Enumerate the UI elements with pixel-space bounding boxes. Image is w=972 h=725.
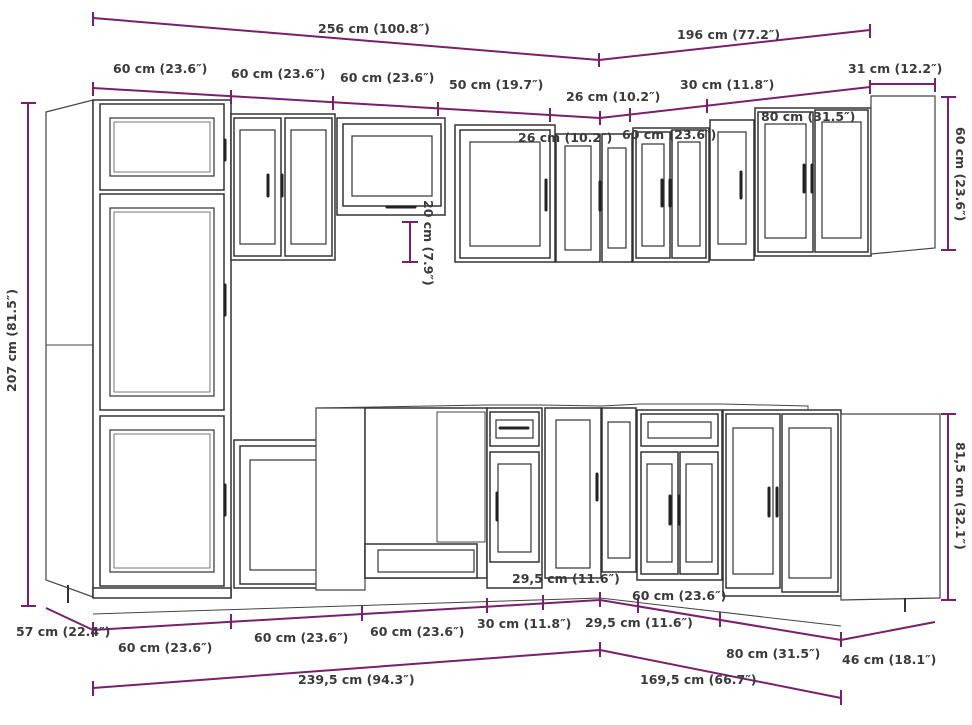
label-base-2: 60 cm (23.6″) [254, 630, 348, 645]
base-cabinet-29-5-left [544, 407, 602, 579]
label-base-1: 60 cm (23.6″) [118, 640, 212, 655]
label-wall-height: 60 cm (23.6″) [953, 127, 968, 221]
label-upper-6: 30 cm (11.8″) [680, 77, 774, 92]
base-end-side [840, 413, 941, 601]
label-upper-2: 60 cm (23.6″) [231, 66, 325, 81]
label-overall-bottom-right: 169,5 cm (66.7″) [640, 672, 757, 687]
label-upper-3: 60 cm (23.6″) [340, 70, 434, 85]
label-base-3: 60 cm (23.6″) [370, 624, 464, 639]
label-upper-7: 31 cm (12.2″) [848, 61, 942, 76]
label-upper-inner-2: 60 cm (23.6″) [622, 127, 716, 142]
label-overall-top-left: 256 cm (100.8″) [318, 21, 430, 36]
label-base-4: 30 cm (11.8″) [477, 616, 571, 631]
label-base-upper-1: 29,5 cm (11.6″) [512, 571, 620, 586]
label-overall-bottom-left: 239,5 cm (94.3″) [298, 672, 415, 687]
label-upper-4: 50 cm (19.7″) [449, 77, 543, 92]
label-gap-height: 20 cm (7.9″) [421, 200, 436, 286]
label-depth-left: 57 cm (22.4″) [16, 624, 110, 639]
label-upper-inner-1: 26 cm (10.2″) [518, 130, 612, 145]
wall-corner-cabinet [601, 133, 633, 263]
label-upper-5: 26 cm (10.2″) [566, 89, 660, 104]
tall-unit-middle-door [99, 193, 225, 411]
wall-cabinet-6 [709, 119, 755, 261]
wall-end-side [870, 95, 936, 255]
label-upper-inner-3: 80 cm (31.5″) [761, 109, 855, 124]
tall-unit-top-door [99, 103, 225, 191]
label-base-5: 29,5 cm (11.6″) [585, 615, 693, 630]
dimension-labels: 256 cm (100.8″) 196 cm (77.2″) 60 cm (23… [4, 21, 968, 687]
label-upper-1: 60 cm (23.6″) [113, 61, 207, 76]
wall-cabinet-4 [555, 133, 601, 263]
label-total-height: 207 cm (81.5″) [4, 289, 19, 392]
label-base-upper-2: 60 cm (23.6″) [632, 588, 726, 603]
dimension-lines [21, 12, 956, 705]
label-depth-right: 46 cm (18.1″) [842, 652, 936, 667]
tall-unit-side [45, 99, 94, 598]
label-base-6: 80 cm (31.5″) [726, 646, 820, 661]
label-overall-top-right: 196 cm (77.2″) [677, 27, 780, 42]
tall-unit-bottom-door [99, 415, 225, 587]
label-base-height: 81,5 cm (32.1″) [953, 442, 968, 550]
cabinet-illustration [45, 95, 941, 627]
oven-side [315, 407, 366, 591]
base-corner-unit [601, 407, 637, 573]
